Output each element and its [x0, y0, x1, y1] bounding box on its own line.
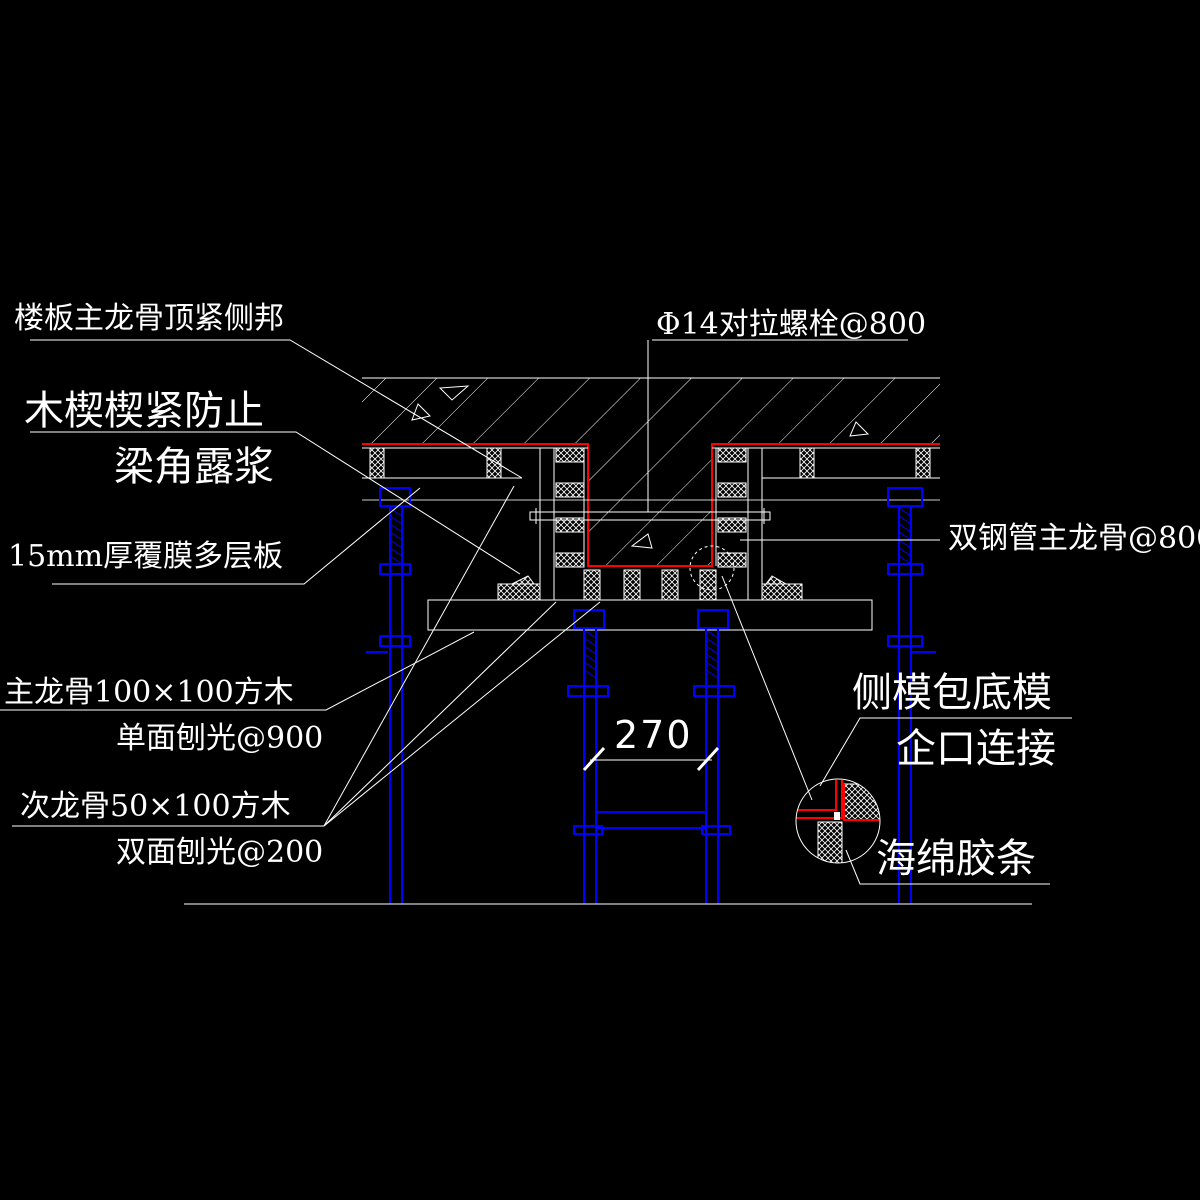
label-main-joist-line2: 单面刨光@900: [116, 721, 323, 756]
dimension-270: [582, 746, 720, 772]
prop-thread: [389, 507, 912, 679]
label-double-steel: 双钢管主龙骨@800: [948, 521, 1200, 556]
concrete-slab: [362, 377, 940, 566]
main-joist-timber: [427, 599, 873, 631]
label-plywood: 15mm厚覆膜多层板: [8, 539, 283, 574]
label-bolt: Φ14对拉螺栓@800: [656, 307, 926, 342]
detail-reference-circle: [689, 545, 735, 591]
label-sponge: 海绵胶条: [876, 836, 1036, 882]
slab-secondary-joists: [369, 447, 931, 479]
steel-props: [366, 487, 936, 904]
label-secondary-line1: 次龙骨50×100方木: [20, 789, 291, 824]
tie-bolt: [529, 508, 771, 524]
label-side-form-line1: 侧模包底模: [852, 670, 1052, 716]
beam-bottom-joists: [497, 569, 803, 601]
detail-circle: [795, 778, 881, 864]
dimension-270-text: 270: [614, 713, 693, 757]
label-main-joist-line1: 主龙骨100×100方木: [4, 675, 294, 710]
formwork-red-edge: [362, 443, 940, 567]
label-side-form-line2: 企口连接: [896, 726, 1056, 772]
label-wedge-line1: 木楔楔紧防止: [24, 388, 264, 434]
label-wedge-line2: 梁角露浆: [114, 444, 274, 490]
leader-lines: [0, 339, 1072, 885]
label-floor-main-joist: 楼板主龙骨顶紧侧邦: [14, 301, 284, 336]
label-secondary-line2: 双面刨光@200: [116, 835, 323, 870]
beam-side-joists: [555, 447, 747, 568]
